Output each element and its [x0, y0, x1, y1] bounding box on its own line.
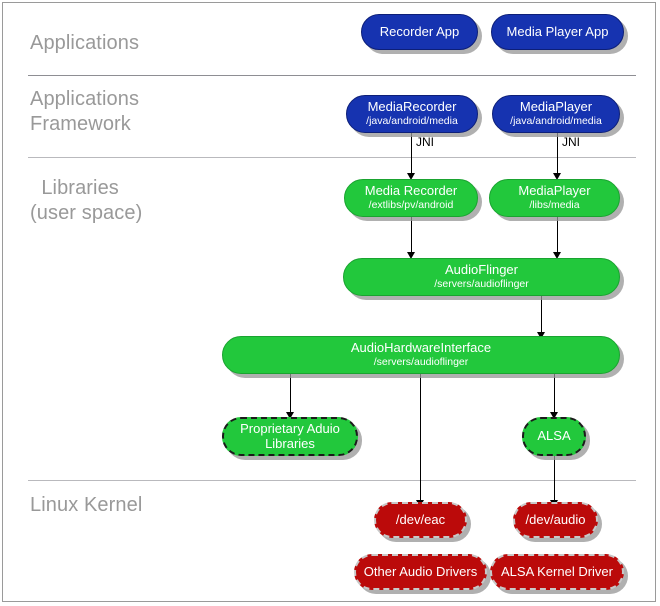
divider-applications	[28, 75, 636, 76]
node-audioflinger[interactable]: AudioFlinger /servers/audioflinger	[343, 258, 620, 296]
node-alsa-kernel-driver-title: ALSA Kernel Driver	[501, 563, 613, 579]
node-recorder-app-title: Recorder App	[379, 23, 460, 39]
node-dev-audio[interactable]: /dev/audio	[513, 502, 598, 538]
arrowhead-mediaplayer-to-audioflinger	[553, 252, 561, 259]
node-alsa-kernel-driver[interactable]: ALSA Kernel Driver	[490, 554, 624, 590]
node-audioflinger-title: AudioFlinger	[445, 262, 518, 278]
node-audiohardwareinterface-path: /servers/audioflinger	[373, 355, 469, 368]
node-mediarecorder-framework-path: /java/android/media	[366, 114, 458, 127]
node-dev-eac-title: /dev/eac	[395, 511, 446, 527]
arrowhead-audiohardware-to-proprietary	[286, 412, 294, 419]
node-proprietary-audio-libraries-subtitle: Libraries	[265, 435, 315, 451]
node-dev-audio-title: /dev/audio	[525, 511, 586, 527]
arrowhead-audiohardware-to-alsa	[550, 412, 558, 419]
edge-label-jni-right: JNI	[562, 135, 580, 149]
node-mediaplayer-library-title: MediaPlayer	[518, 183, 591, 199]
layer-label-applications: Applications	[30, 32, 140, 54]
node-media-recorder-library-title: Media Recorder	[364, 183, 458, 199]
node-media-player-app-title: Media Player App	[506, 23, 609, 39]
node-alsa[interactable]: ALSA	[522, 417, 586, 456]
edge-mediaplayer-jni	[557, 132, 558, 176]
node-mediaplayer-framework-title: MediaPlayer	[519, 99, 593, 115]
edge-audiohardware-to-proprietary	[290, 374, 291, 416]
node-other-audio-drivers[interactable]: Other Audio Drivers	[354, 554, 487, 590]
arrowhead-mediarecorder-to-audioflinger	[407, 252, 415, 259]
node-proprietary-audio-libraries-title: Proprietary Aduio	[240, 420, 340, 436]
divider-applications-framework	[28, 157, 636, 158]
node-proprietary-audio-libraries[interactable]: Proprietary Aduio Libraries	[222, 417, 358, 456]
node-mediarecorder-framework[interactable]: MediaRecorder /java/android/media	[346, 95, 478, 133]
node-media-recorder-library[interactable]: Media Recorder /extlibs/pv/android	[344, 179, 478, 217]
arrowhead-audioflinger-to-audiohardware	[537, 332, 545, 339]
layer-label-libraries: Libraries (user space)	[30, 177, 143, 224]
edge-audioflinger-to-audiohardware	[541, 296, 542, 336]
edge-audiohardware-to-dev-eac	[420, 374, 421, 504]
node-alsa-title: ALSA	[537, 428, 571, 444]
node-media-recorder-library-path: /extlibs/pv/android	[368, 198, 454, 211]
node-mediaplayer-library[interactable]: MediaPlayer /libs/media	[489, 179, 620, 217]
layer-label-linux-kernel: Linux Kernel	[30, 494, 143, 516]
divider-linux-kernel	[28, 480, 636, 481]
node-recorder-app[interactable]: Recorder App	[361, 14, 478, 50]
edge-audiohardware-to-alsa	[554, 374, 555, 416]
edge-mediaplayer-to-audioflinger	[557, 216, 558, 256]
edge-mediarecorder-jni	[411, 132, 412, 176]
edge-label-jni-left: JNI	[416, 135, 434, 149]
edge-alsa-to-dev-audio	[554, 456, 555, 504]
node-other-audio-drivers-title: Other Audio Drivers	[363, 563, 478, 579]
arrowhead-mediarecorder-jni	[407, 173, 415, 180]
node-mediaplayer-framework[interactable]: MediaPlayer /java/android/media	[492, 95, 620, 133]
node-audiohardwareinterface-title: AudioHardwareInterface	[350, 340, 492, 356]
node-audiohardwareinterface[interactable]: AudioHardwareInterface /servers/audiofli…	[222, 336, 620, 374]
node-media-player-app[interactable]: Media Player App	[491, 14, 624, 50]
arrowhead-mediaplayer-jni	[553, 173, 561, 180]
node-mediarecorder-framework-title: MediaRecorder	[367, 99, 457, 115]
layer-label-applications-framework: Applications Framework	[30, 88, 140, 135]
edge-mediarecorder-to-audioflinger	[411, 216, 412, 256]
node-mediaplayer-framework-path: /java/android/media	[510, 114, 602, 127]
node-dev-eac[interactable]: /dev/eac	[374, 502, 467, 538]
node-audioflinger-path: /servers/audioflinger	[434, 277, 529, 290]
node-mediaplayer-library-path: /libs/media	[529, 198, 580, 211]
